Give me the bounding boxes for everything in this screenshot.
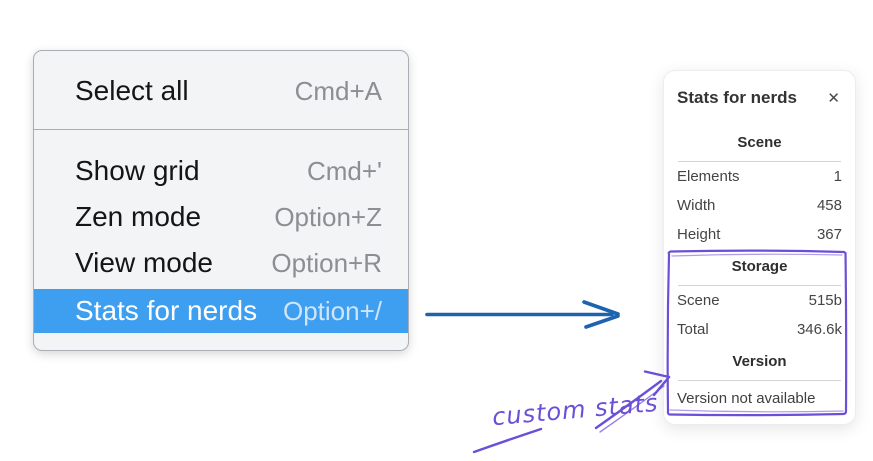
- menu-item-stats-for-nerds[interactable]: Stats for nerds Option+/: [34, 289, 408, 333]
- stat-row-height: Height 367: [677, 220, 842, 249]
- stat-label: Scene: [677, 292, 720, 309]
- panel-title: Stats for nerds: [677, 88, 797, 107]
- close-icon[interactable]: ✕: [827, 89, 840, 107]
- flow-arrow-icon: [425, 300, 620, 329]
- menu-item-zen-mode[interactable]: Zen mode Option+Z: [34, 194, 408, 240]
- stat-label: Width: [677, 197, 716, 214]
- menu-item-label: Show grid: [75, 155, 200, 186]
- menu-item-show-grid[interactable]: Show grid Cmd+': [34, 148, 408, 194]
- menu-item-view-mode[interactable]: View mode Option+R: [34, 240, 408, 286]
- stats-panel-header: Stats for nerds ✕: [677, 87, 842, 109]
- menu-divider: [34, 129, 408, 130]
- annotation-custom-stats-label: custom stats: [491, 388, 660, 432]
- stat-value: 1: [833, 168, 842, 185]
- section-scene: Scene Elements 1 Width 458 Height 367: [677, 133, 842, 249]
- menu-item-label: View mode: [75, 247, 214, 278]
- menu-item-shortcut: Cmd+A: [294, 75, 382, 106]
- stat-value: 458: [816, 197, 842, 214]
- stat-value: 515b: [808, 292, 842, 309]
- stat-label: Elements: [677, 168, 740, 185]
- section-version: Version Version not available: [677, 352, 842, 413]
- menu-item-shortcut: Option+Z: [274, 201, 382, 232]
- section-header: Scene: [737, 134, 782, 151]
- stat-row-width: Width 458: [677, 191, 842, 220]
- stat-value: 346.6k: [796, 321, 842, 338]
- section-divider: [678, 380, 841, 381]
- menu-item-shortcut: Cmd+': [306, 155, 382, 186]
- stat-label: Height: [677, 226, 721, 243]
- version-note: Version not available: [677, 390, 816, 407]
- section-header: Storage: [731, 258, 788, 275]
- stat-row-elements: Elements 1: [677, 162, 842, 191]
- section-storage: Storage Scene 515b Total 346.6k: [677, 257, 842, 344]
- stat-row-total-size: Total 346.6k: [677, 315, 842, 344]
- stat-value: 367: [816, 226, 842, 243]
- menu-item-select-all[interactable]: Select all Cmd+A: [34, 68, 408, 114]
- section-header: Version: [732, 353, 787, 370]
- context-menu: Select all Cmd+A Show grid Cmd+' Zen mod…: [33, 50, 409, 351]
- stats-panel: Stats for nerds ✕ Scene Elements 1 Width…: [663, 70, 856, 425]
- menu-item-shortcut: Option+/: [282, 295, 382, 326]
- menu-item-shortcut: Option+R: [271, 247, 382, 278]
- menu-item-label: Zen mode: [75, 201, 202, 232]
- menu-item-label: Select all: [75, 75, 189, 106]
- menu-item-label: Stats for nerds: [75, 295, 258, 326]
- stat-label: Total: [677, 321, 709, 338]
- stat-row-scene-size: Scene 515b: [677, 286, 842, 315]
- section-divider: [678, 161, 841, 162]
